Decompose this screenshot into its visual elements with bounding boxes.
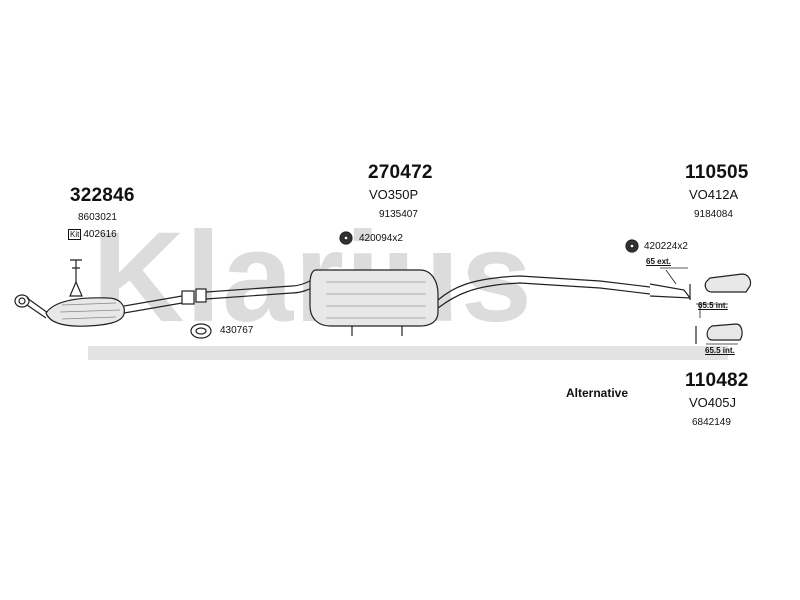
rear-part-number: 110505	[685, 162, 749, 183]
note-int-2: 65.5 int.	[705, 346, 735, 355]
rear-part-code: VO412A	[689, 187, 739, 202]
middle-part-code: VO350P	[369, 187, 419, 202]
front-part-number: 322846	[70, 185, 135, 206]
catalytic-converter	[45, 297, 125, 327]
middle-part-number: 270472	[368, 162, 433, 183]
rubber-mount-hole-middle	[343, 235, 349, 241]
clamp-number: 430767	[220, 325, 254, 336]
rear-pipe	[437, 275, 651, 309]
note-ext: 65 ext.	[646, 257, 671, 266]
tail-pieces	[689, 273, 752, 344]
rubber-mount-hole-rear	[629, 243, 635, 249]
front-pipe-outlet	[123, 295, 183, 314]
rear-mount-number: 420224x2	[644, 241, 688, 252]
front-pipe-inlet	[26, 297, 49, 319]
front-flange-hole	[18, 297, 26, 305]
alternative-part-number: 110482	[685, 370, 749, 391]
front-oe-number: 8603021	[78, 212, 117, 223]
alternative-part-code: VO405J	[689, 395, 736, 410]
kit-tag: Kit	[68, 229, 82, 240]
middle-pipe	[205, 277, 319, 300]
lambda-sensor	[70, 259, 82, 282]
middle-mount-number: 420094x2	[359, 233, 403, 244]
middle-silencer	[309, 269, 439, 327]
converter-ribs	[59, 302, 121, 320]
watermark-bar	[88, 346, 728, 360]
tail-pipe-main	[704, 273, 752, 293]
alternative-label: Alternative	[566, 386, 629, 400]
tail-brackets	[689, 284, 697, 344]
tail-pipe-alternative	[706, 323, 743, 341]
middle-pipe-start	[195, 288, 207, 303]
leader-lines	[660, 267, 738, 345]
mount-icons	[190, 231, 639, 339]
rear-oe-number: 9184084	[694, 209, 733, 220]
silencer-texture	[326, 281, 426, 319]
middle-oe-number: 9135407	[379, 209, 418, 220]
note-int-1: 65.5 int.	[698, 301, 728, 310]
middle-assembly	[195, 269, 692, 336]
rear-pipe-end	[649, 283, 692, 299]
front-joint-clamp	[181, 290, 195, 305]
front-pipe-assembly	[14, 259, 195, 327]
silencer-hangers	[351, 326, 403, 336]
alternative-oe-number: 6842149	[692, 417, 731, 428]
sensor-boss	[69, 280, 83, 297]
dimension-arrows	[665, 269, 701, 318]
front-kit-number: 402616	[83, 229, 117, 240]
clamp-icon-inner	[195, 327, 207, 335]
dimension-underlines	[660, 267, 738, 345]
